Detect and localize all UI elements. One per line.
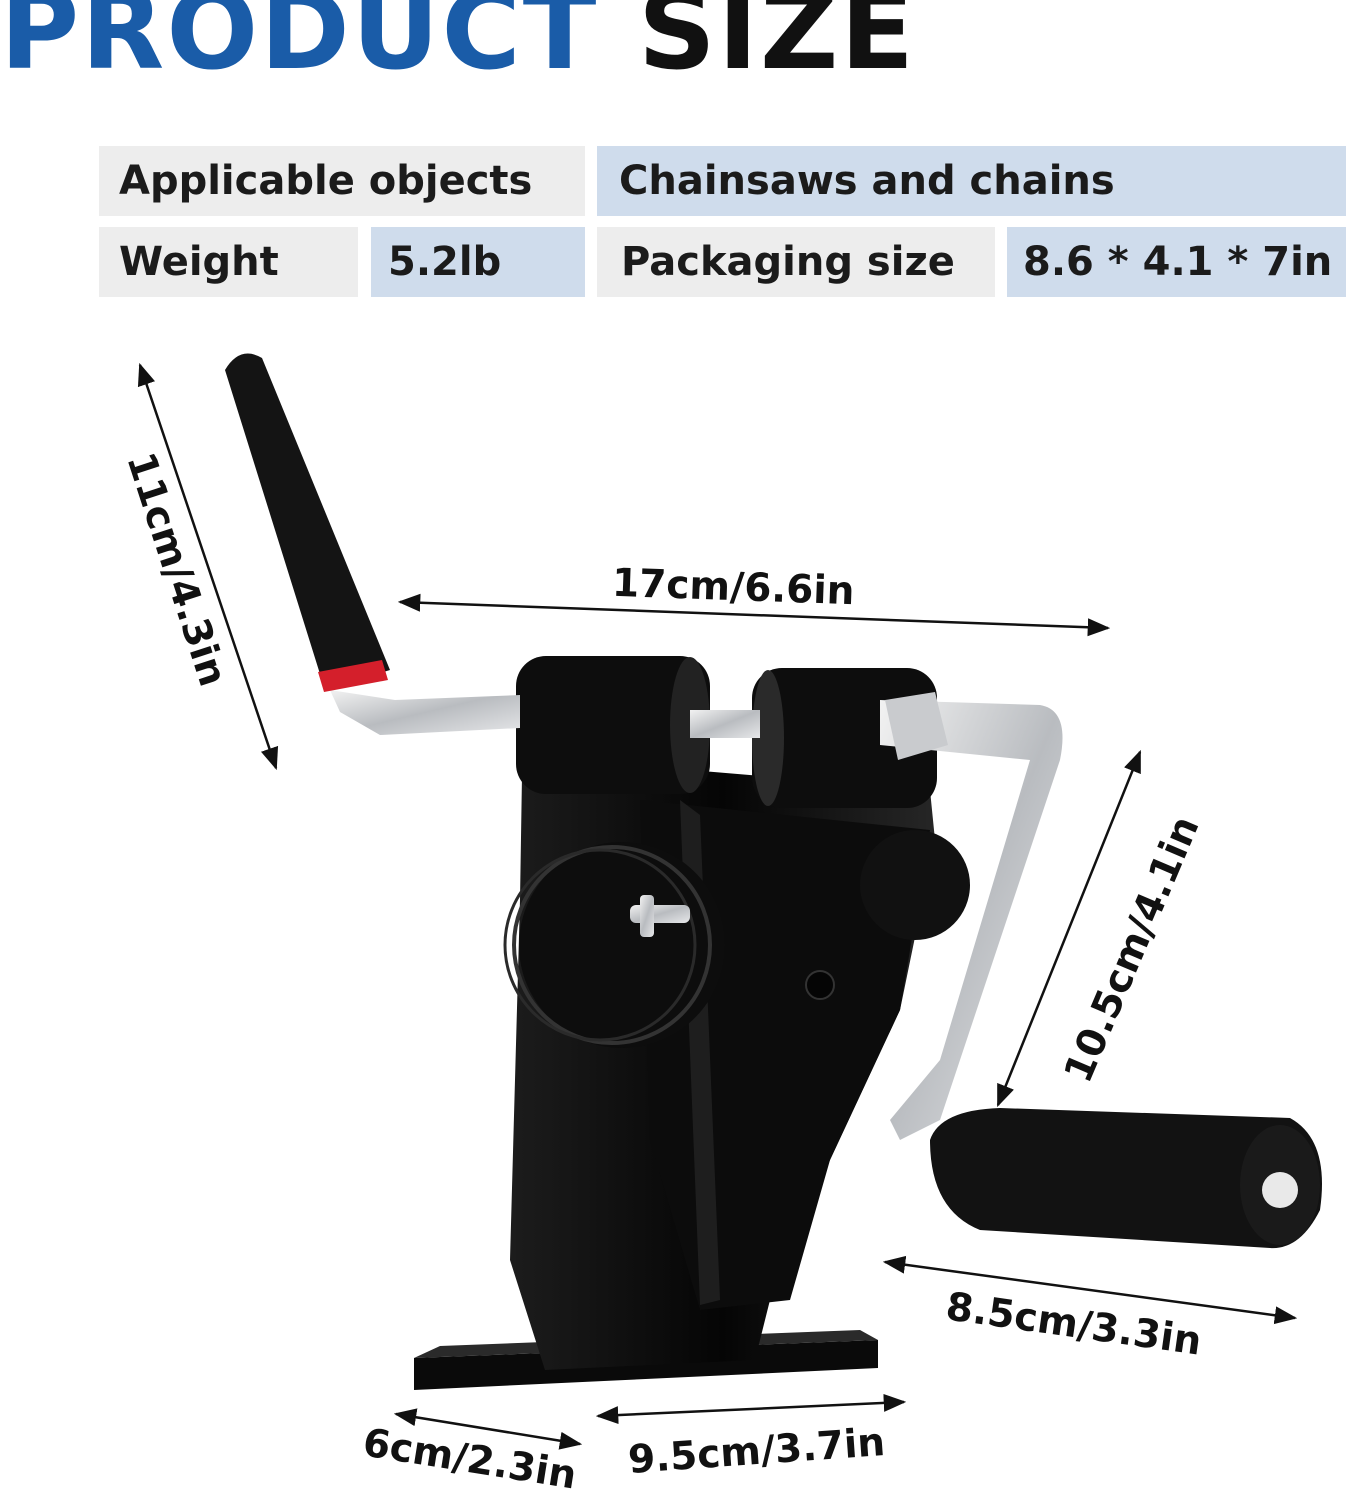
packaging-size-label: Packaging size [597, 227, 995, 297]
title-size: SIZE [638, 0, 917, 94]
grip-length-arrow [882, 1255, 1298, 1325]
weight-value: 5.2lb [371, 227, 585, 297]
page-title: PRODUCT SIZE [0, 0, 916, 86]
applicable-objects-label: Applicable objects [99, 146, 585, 216]
grinding-wheel [503, 830, 970, 1048]
weight-label: Weight [99, 227, 358, 297]
base-depth-arrow [393, 1408, 583, 1450]
packaging-size-value: 8.6 * 4.1 * 7in [1007, 227, 1346, 297]
crank-height-arrow [996, 749, 1142, 1108]
overall-width-label: 17cm/6.6in [611, 560, 856, 615]
wing-screw [630, 895, 835, 1000]
base-width-arrow [595, 1393, 907, 1425]
applicable-objects-value: Chainsaws and chains [597, 146, 1346, 216]
left-handle [225, 353, 520, 735]
overall-width-arrow [397, 593, 1111, 637]
title-product: PRODUCT [0, 0, 599, 94]
sharpener-body [510, 760, 935, 1370]
handle-length-arrow [137, 362, 279, 771]
